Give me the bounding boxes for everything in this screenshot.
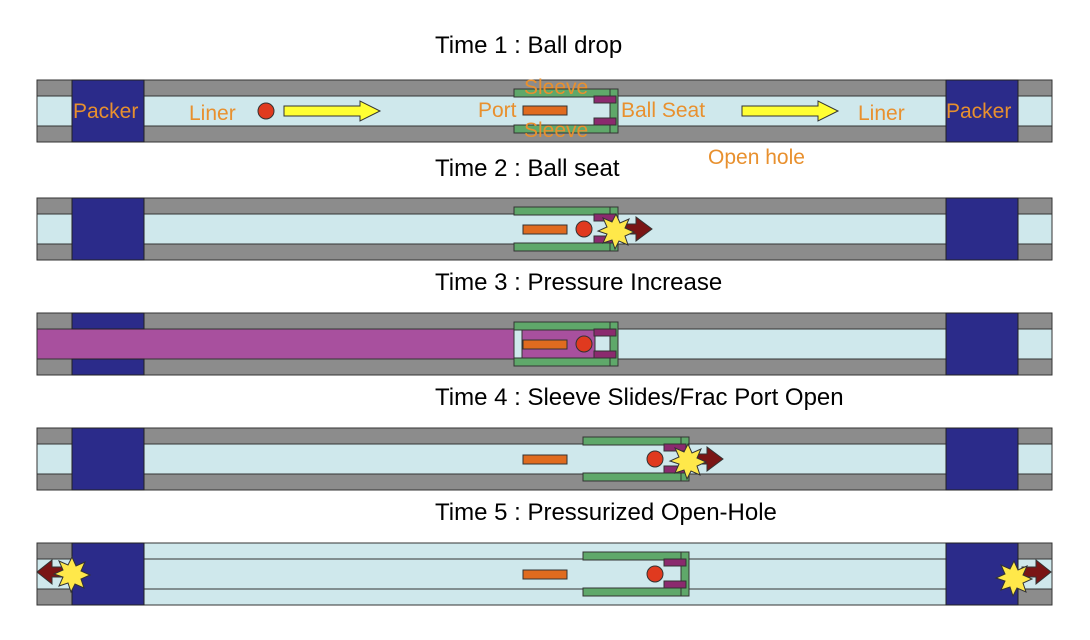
sleeve-inner <box>513 329 523 359</box>
liner-label: Liner <box>189 102 236 125</box>
ball-icon <box>575 220 593 238</box>
sleeve-end <box>609 88 619 134</box>
packer <box>945 79 1019 143</box>
stage-2-title: Time 2 : Ball seat <box>435 155 620 182</box>
burst-icon <box>668 442 708 481</box>
open-hole-label: Open hole <box>708 146 805 169</box>
ball-seat <box>593 117 617 126</box>
ball-seat-label: Ball Seat <box>621 99 705 122</box>
stage-1-diagram: Packer Packer Liner Liner Sleeve Sleeve … <box>36 76 1053 169</box>
frac-port <box>522 454 568 465</box>
stage-4-diagram <box>36 427 1053 491</box>
packer-label: Packer <box>73 100 138 123</box>
sleeve-label: Sleeve <box>524 76 588 99</box>
frac-port <box>522 224 568 235</box>
sleeve <box>513 357 619 367</box>
stage-2-diagram <box>36 197 1053 261</box>
stage-1-title: Time 1 : Ball drop <box>435 32 622 59</box>
frac-port <box>522 569 568 580</box>
sleeve-end <box>609 321 619 367</box>
ball-icon <box>257 102 275 120</box>
packer <box>71 197 145 261</box>
ball-seat <box>663 558 687 567</box>
frac-port <box>522 105 568 116</box>
burst-icon <box>994 559 1034 598</box>
liner-label: Liner <box>858 102 905 125</box>
stage-5-title: Time 5 : Pressurized Open-Hole <box>435 499 777 526</box>
stage-3-title: Time 3 : Pressure Increase <box>435 269 722 296</box>
sleeve <box>513 242 619 252</box>
ball-seat <box>663 580 687 589</box>
packer <box>71 358 145 376</box>
ball-seat <box>593 350 617 359</box>
stage-5-diagram <box>36 542 1053 606</box>
sleeve-end <box>680 551 690 597</box>
pressurized-fluid <box>36 328 596 360</box>
packer <box>71 79 145 143</box>
frac-port <box>522 339 568 350</box>
port-label: Port <box>478 99 517 122</box>
packer <box>71 427 145 491</box>
ball-seat <box>593 328 617 337</box>
packer <box>945 427 1019 491</box>
burst-icon <box>596 212 636 251</box>
packer <box>945 197 1019 261</box>
sleeve-label: Sleeve <box>524 119 588 142</box>
sleeve <box>582 472 690 482</box>
packer <box>71 312 145 330</box>
stage-3-diagram <box>36 312 1053 376</box>
packer <box>945 312 1019 376</box>
ball-icon <box>575 335 593 353</box>
ball-seat <box>593 95 617 104</box>
packer-label: Packer <box>946 100 1011 123</box>
flow-arrow-icon <box>741 100 840 122</box>
burst-icon <box>52 555 92 594</box>
stage-4-title: Time 4 : Sleeve Slides/Frac Port Open <box>435 384 844 411</box>
ball-icon <box>646 450 664 468</box>
ball-icon <box>646 565 664 583</box>
sleeve <box>582 587 690 597</box>
flow-arrow-icon <box>283 100 382 122</box>
